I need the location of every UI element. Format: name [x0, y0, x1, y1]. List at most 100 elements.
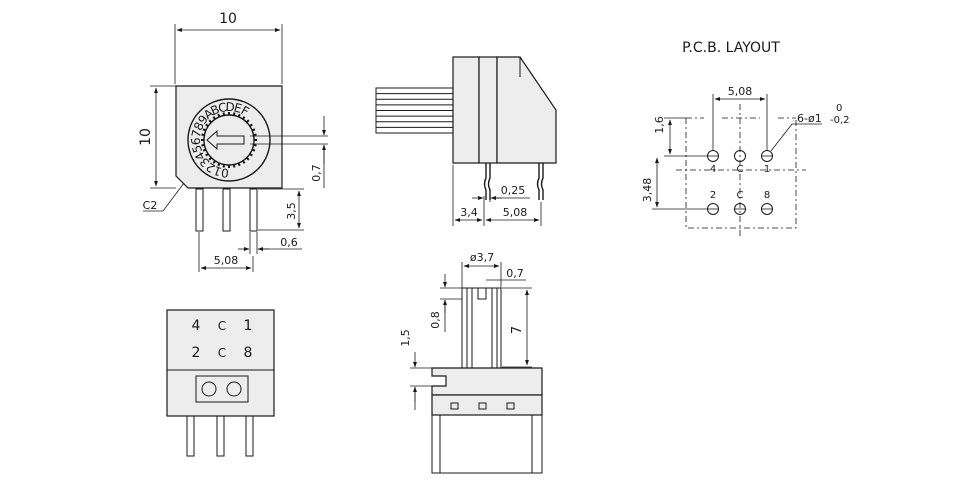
dial-ticks — [201, 112, 257, 168]
dial-tick — [253, 143, 257, 147]
chamfer-label: C2 — [143, 199, 158, 212]
pin-pitch-label: 5,08 — [214, 254, 239, 267]
rear-contact — [506, 402, 515, 410]
rear-view: ø3,7 0,7 0,8 7 1,5 — [399, 251, 543, 474]
pcb-label-bottom: 2 — [710, 190, 716, 201]
bottom-label-bottom: C — [218, 346, 226, 360]
dial-tick — [222, 112, 226, 116]
side-view: 0,25 3,4 5,08 — [375, 56, 557, 226]
bottom-pin — [186, 415, 195, 457]
dial-tick — [232, 164, 236, 168]
dial-tick — [222, 164, 226, 168]
slot-width-label: 0,7 — [506, 267, 524, 280]
dial-tick — [251, 128, 256, 132]
bottom-label-top: 4 — [192, 318, 201, 334]
offset-dimension-label: 0,7 — [310, 164, 323, 182]
dial-tick — [212, 160, 216, 164]
hole-tol-upper: 0 — [836, 103, 842, 114]
dial-tick — [245, 156, 250, 161]
flange-height-label: 1,5 — [399, 329, 412, 347]
rear-shaft-ribs — [466, 288, 498, 368]
dial-tick — [237, 162, 241, 167]
dial-tick — [202, 128, 207, 132]
pcb-label-top: 4 — [710, 164, 716, 175]
shaft-ribs — [376, 93, 454, 128]
rear-contact — [478, 402, 487, 410]
shaft-slot — [477, 288, 487, 300]
dial-tick — [201, 133, 205, 137]
shaft-height-label: 7 — [510, 326, 525, 334]
pcb-row-offset-label: 1,6 — [653, 116, 666, 134]
pcb-pitch-label: 5,08 — [728, 85, 753, 98]
pin-length-label: 3,5 — [285, 202, 298, 220]
rotary-dial-ring — [187, 98, 271, 182]
side-flange — [452, 56, 480, 164]
dial-tick — [237, 113, 241, 118]
pcb-label-top: 1 — [764, 164, 770, 175]
side-pitch-label: 5,08 — [503, 206, 528, 219]
actuator-circle — [226, 381, 242, 397]
height-dimension-label: 10 — [138, 128, 154, 146]
pcb-label-bottom: C — [737, 190, 744, 201]
dial-tick — [242, 116, 246, 120]
bottom-view: 4 C 1 2 C 8 — [166, 309, 275, 457]
bottom-label-bottom: 8 — [244, 345, 253, 361]
rear-lower-body — [431, 394, 543, 416]
dial-mark-label: C — [217, 100, 228, 115]
dial-mark-label: 7 — [189, 128, 204, 138]
side-body — [496, 56, 557, 164]
dial-mark-label: E — [232, 100, 243, 116]
bottom-label-bottom: 2 — [192, 345, 201, 361]
pcb-hole-c-top — [734, 150, 746, 162]
dial-tick — [212, 116, 216, 120]
dial-tick — [253, 133, 257, 137]
dial-tick — [232, 112, 236, 116]
dial-arrow-indicator — [206, 129, 245, 151]
dial-tick — [205, 123, 209, 127]
pcb-label-top: C — [737, 164, 744, 175]
pin-width-label: 0,6 — [280, 236, 298, 249]
dial-tick — [242, 160, 246, 164]
actuator-circle — [201, 381, 217, 397]
bottom-label-top: C — [218, 319, 226, 333]
switch-body-front — [175, 85, 283, 189]
dial-tick — [217, 113, 221, 118]
rear-upper-body — [431, 367, 543, 396]
bottom-pin — [216, 415, 225, 457]
width-dimension-label: 10 — [219, 11, 237, 27]
dial-mark-label: 0 — [220, 165, 229, 180]
dial-tick — [205, 153, 209, 157]
switch-body-bottom — [166, 309, 275, 417]
hole-spec-label: 6-ø1 — [797, 112, 822, 125]
shaft-diameter-label: ø3,7 — [470, 251, 494, 264]
dial-mark-label: 5 — [189, 143, 205, 154]
dial-tick — [217, 162, 221, 167]
dial-tick — [251, 148, 256, 152]
dial-tick — [202, 148, 207, 152]
bottom-pin — [245, 415, 254, 457]
hole-tol-lower: -0,2 — [830, 115, 850, 126]
dial-tick — [208, 119, 213, 124]
side-collar — [478, 56, 498, 164]
dial-tick — [201, 143, 205, 147]
pin-thickness-label: 0,25 — [501, 184, 526, 197]
dial-tick — [249, 123, 253, 127]
dial-tick — [245, 119, 250, 124]
pcb-layout: P.C.B. LAYOUT 4 C 1 2 C 8 5,08 — [641, 40, 850, 238]
front-pin — [195, 188, 204, 232]
rear-contact — [450, 402, 459, 410]
rear-terminal-frame — [431, 414, 543, 474]
front-pin — [222, 188, 231, 232]
pcb-label-bottom: 8 — [764, 190, 770, 201]
front-pin — [249, 188, 258, 232]
pcb-outline — [685, 118, 797, 229]
bottom-label-top: 1 — [244, 318, 253, 334]
pcb-row-pitch-label: 3,48 — [641, 178, 654, 203]
dial-mark-label: D — [225, 100, 235, 114]
dial-mark-label: 6 — [189, 137, 203, 145]
dial-tick — [208, 156, 213, 161]
side-offset-label: 3,4 — [460, 206, 478, 219]
slot-depth-label: 0,8 — [429, 311, 442, 329]
